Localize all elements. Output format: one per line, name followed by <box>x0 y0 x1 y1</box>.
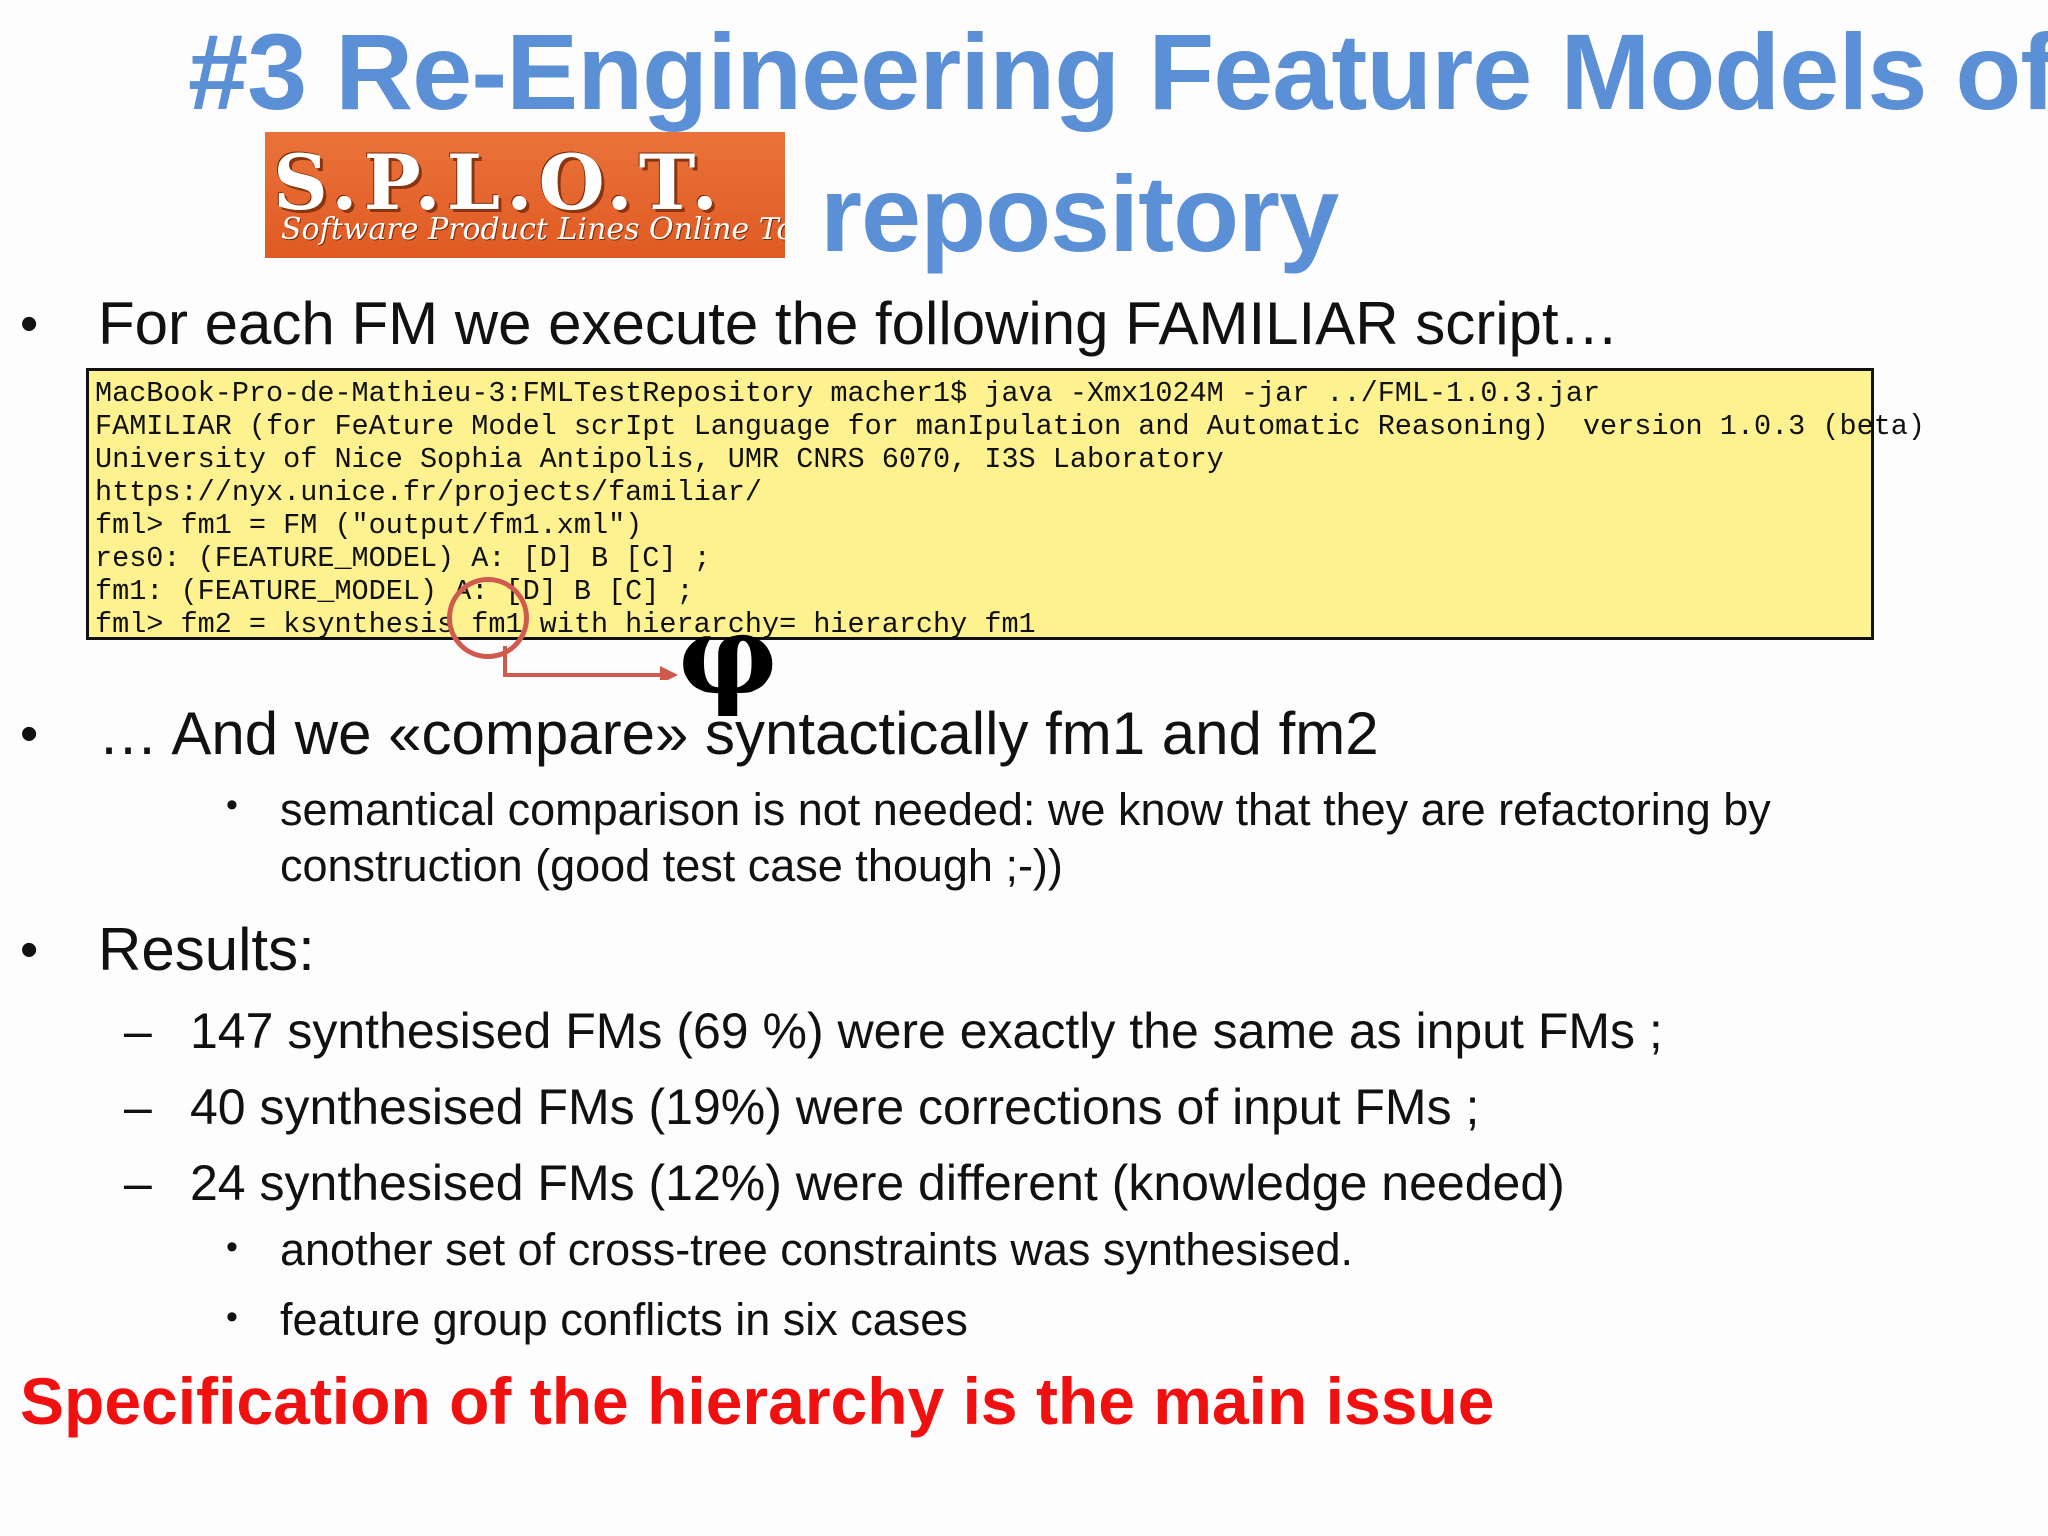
bullet-marker: • <box>20 705 39 763</box>
logo-tagline: Software Product Lines Online Tools <box>281 212 785 247</box>
conclusion-text: Specification of the hierarchy is the ma… <box>20 1364 1495 1438</box>
result-sub-item: feature group conflicts in six cases <box>280 1294 968 1345</box>
terminal-line: University of Nice Sophia Antipolis, UMR… <box>95 443 1224 476</box>
sub-bullet-semantic: semantical comparison is not needed: we … <box>280 782 1771 895</box>
bullet-marker: • <box>20 921 39 979</box>
terminal-line: fm1: (FEATURE_MODEL) A: [D] B [C] ; <box>95 575 694 608</box>
splot-logo: S.P.L.O.T. Software Product Lines Online… <box>265 132 785 258</box>
bullet-results: Results: <box>98 916 315 983</box>
terminal-output: MacBook-Pro-de-Mathieu-3:FMLTestReposito… <box>86 368 1925 641</box>
result-item: 147 synthesised FMs (69 %) were exactly … <box>190 1003 1663 1059</box>
terminal-line: https://nyx.unice.fr/projects/familiar/ <box>95 476 763 509</box>
slide-title-line2: repository <box>820 153 1339 274</box>
highlight-circle <box>447 577 529 659</box>
slide-title-line1: #3 Re-Engineering Feature Models of <box>188 11 2048 132</box>
dash-marker: – <box>124 1079 152 1135</box>
annotation-arrow <box>503 646 678 680</box>
phi-symbol: φ <box>678 590 778 719</box>
terminal-line: FAMILIAR (for FeAture Model scrIpt Langu… <box>95 410 1925 443</box>
logo-main-text: S.P.L.O.T. <box>273 138 724 227</box>
dash-marker: – <box>124 1003 152 1059</box>
terminal-line: fml> fm2 = ksynthesis fm1 with hierarchy… <box>95 608 1036 641</box>
sub-bullet-line: construction (good test case though ;-)) <box>280 840 1063 892</box>
sub-bullet-marker: • <box>226 1228 238 1266</box>
sub-bullet-marker: • <box>226 786 238 824</box>
terminal-line: res0: (FEATURE_MODEL) A: [D] B [C] ; <box>95 542 711 575</box>
result-sub-item: another set of cross-tree constraints wa… <box>280 1224 1353 1275</box>
dash-marker: – <box>124 1155 152 1211</box>
result-item: 24 synthesised FMs (12%) were different … <box>190 1155 1565 1211</box>
bullet-marker: • <box>20 295 39 353</box>
terminal-line: MacBook-Pro-de-Mathieu-3:FMLTestReposito… <box>95 377 1601 410</box>
sub-bullet-marker: • <box>226 1298 238 1336</box>
terminal-line: fml> fm1 = FM ("output/fm1.xml") <box>95 509 643 542</box>
bullet-script-intro: For each FM we execute the following FAM… <box>98 290 1619 357</box>
sub-bullet-line: semantical comparison is not needed: we … <box>280 784 1771 835</box>
result-item: 40 synthesised FMs (19%) were correction… <box>190 1079 1480 1135</box>
bullet-compare: … And we «compare» syntactically fm1 and… <box>98 700 1379 767</box>
